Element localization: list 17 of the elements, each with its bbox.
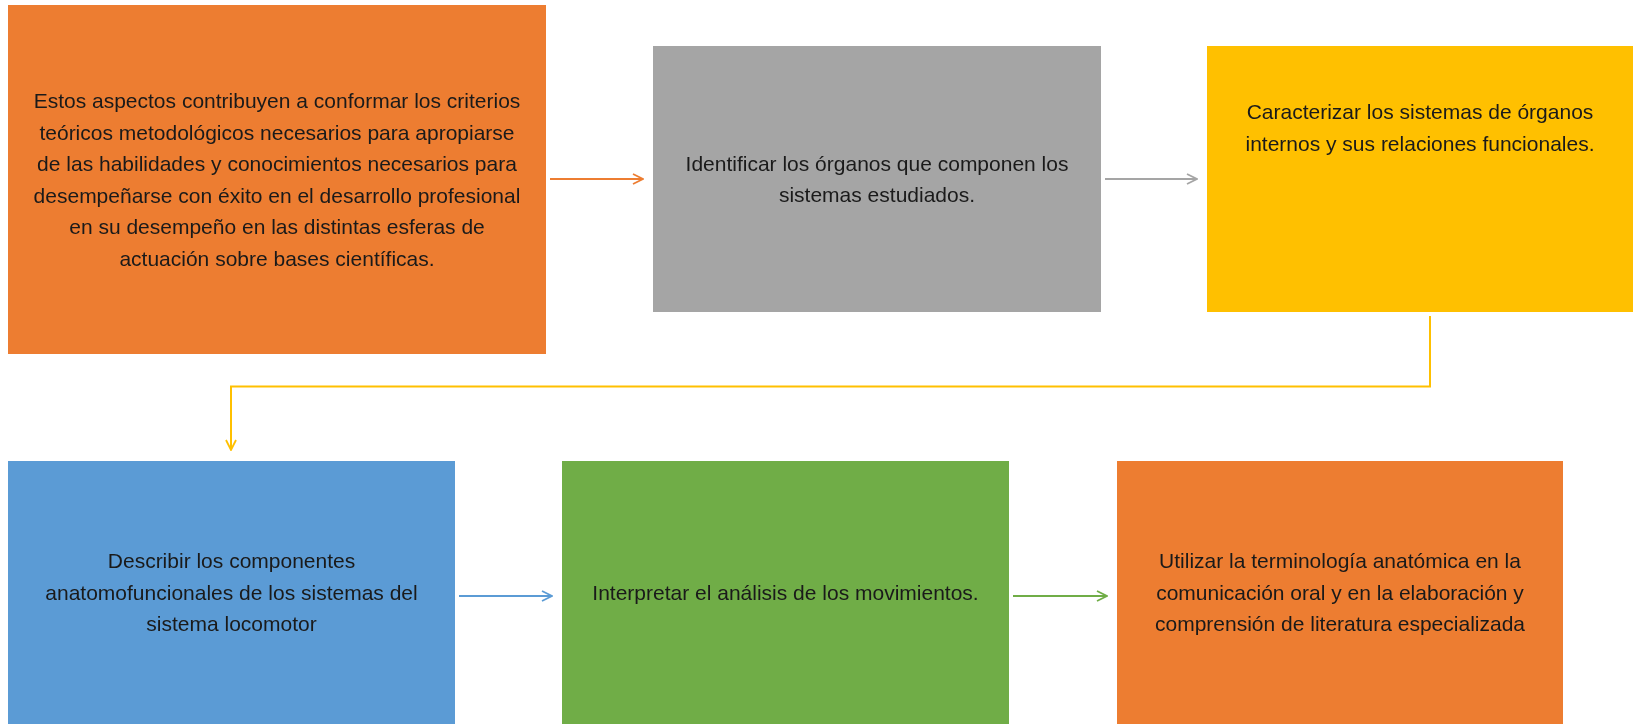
box-text: Describir los componentes anatomofuncionales de los sistemas del sistema locomotor	[44, 548, 419, 638]
process-box	[8, 5, 546, 354]
arrow	[1104, 173, 1198, 185]
arrow	[549, 173, 644, 185]
process-box	[1207, 46, 1633, 312]
box-text: Interpretar el análisis de los movimientos.	[592, 579, 979, 606]
process-box	[653, 46, 1101, 312]
process-box	[1117, 461, 1563, 724]
process-box	[8, 461, 455, 724]
box-text: Utilizar la terminología anatómica en la comunicación oral y en la elaboración y comprensión de literatura especializada	[1153, 548, 1526, 638]
box-text: Identificar los órganos que componen los sistemas estudiados.	[684, 150, 1070, 208]
arrow	[458, 590, 553, 602]
process-box	[562, 461, 1009, 724]
box-text: Caracterizar los sistemas de órganos internos y sus relaciones funcionales.	[1244, 99, 1596, 157]
arrow	[225, 315, 1431, 451]
arrow	[1012, 590, 1108, 602]
box-text: Estos aspectos contribuyen a conformar los criterios teóricos metodológicos necesarios para apropiarse de las habilidades y conocimientos necesarios para desempeñarse con éxito en el desarrollo profesional en su desempeño en las distintas esferas de actuación sobre bases científicas.	[32, 88, 522, 272]
